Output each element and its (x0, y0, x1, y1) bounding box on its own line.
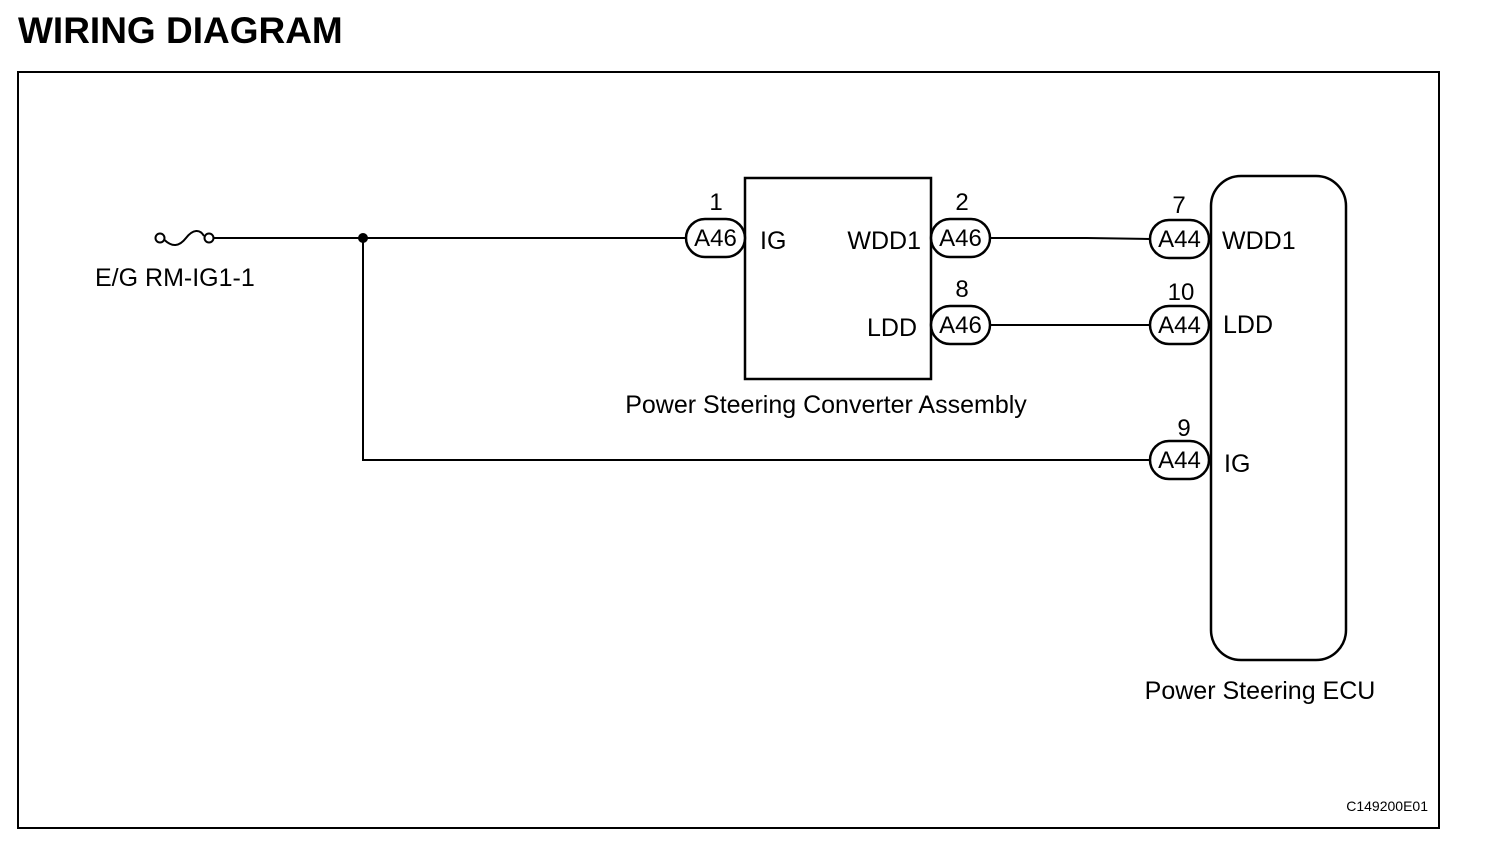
connector-badge (1148, 304, 1211, 346)
connector-id: A46 (939, 312, 982, 339)
pin-number: 10 (1168, 279, 1195, 306)
converter-pin-1: 1 A46 IG (684, 189, 786, 259)
terminal-label: IG (1224, 450, 1250, 478)
connector-id: A44 (1158, 226, 1201, 253)
connector-badge (1148, 218, 1211, 260)
ecu-pin-10: 10 A44 LDD (1148, 279, 1273, 346)
fuse-label: E/G RM-IG1-1 (95, 264, 255, 292)
ecu-pin-7: 7 A44 WDD1 (1148, 192, 1296, 260)
fuse-icon (154, 230, 215, 246)
splice-point (358, 233, 368, 243)
wire-ig-ecu (362, 238, 1150, 461)
pin-number: 8 (955, 276, 968, 303)
connector-id: A46 (694, 225, 737, 252)
diagram-code: C149200E01 (1346, 798, 1428, 814)
converter-box (743, 176, 933, 381)
connector-id: A44 (1158, 312, 1201, 339)
terminal-label: WDD1 (1222, 227, 1296, 255)
terminal-label: LDD (867, 314, 917, 342)
wire-wdd1 (990, 237, 1151, 240)
pin-number: 1 (709, 189, 722, 216)
connector-id: A46 (939, 225, 982, 252)
diagram-frame (17, 71, 1440, 829)
converter-name: Power Steering Converter Assembly (625, 391, 1027, 419)
pin-number: 2 (955, 189, 968, 216)
terminal-label: IG (760, 227, 786, 255)
pin-number: 7 (1172, 192, 1185, 219)
terminal-label: WDD1 (847, 227, 921, 255)
pin-number: 9 (1177, 415, 1190, 442)
connector-badge (1148, 439, 1211, 481)
page-title: WIRING DIAGRAM (18, 10, 343, 51)
converter-pin-8: 8 A46 LDD (867, 276, 992, 346)
ecu-name: Power Steering ECU (1145, 677, 1376, 705)
connector-badge (929, 217, 992, 259)
ecu-box (1209, 174, 1348, 662)
terminal-label: LDD (1223, 311, 1273, 339)
connector-id: A44 (1158, 447, 1201, 474)
connector-badge (929, 304, 992, 346)
connector-badge (684, 217, 747, 259)
ecu-pin-9: 9 A44 IG (1148, 415, 1250, 481)
converter-pin-2: 2 A46 WDD1 (847, 189, 992, 259)
